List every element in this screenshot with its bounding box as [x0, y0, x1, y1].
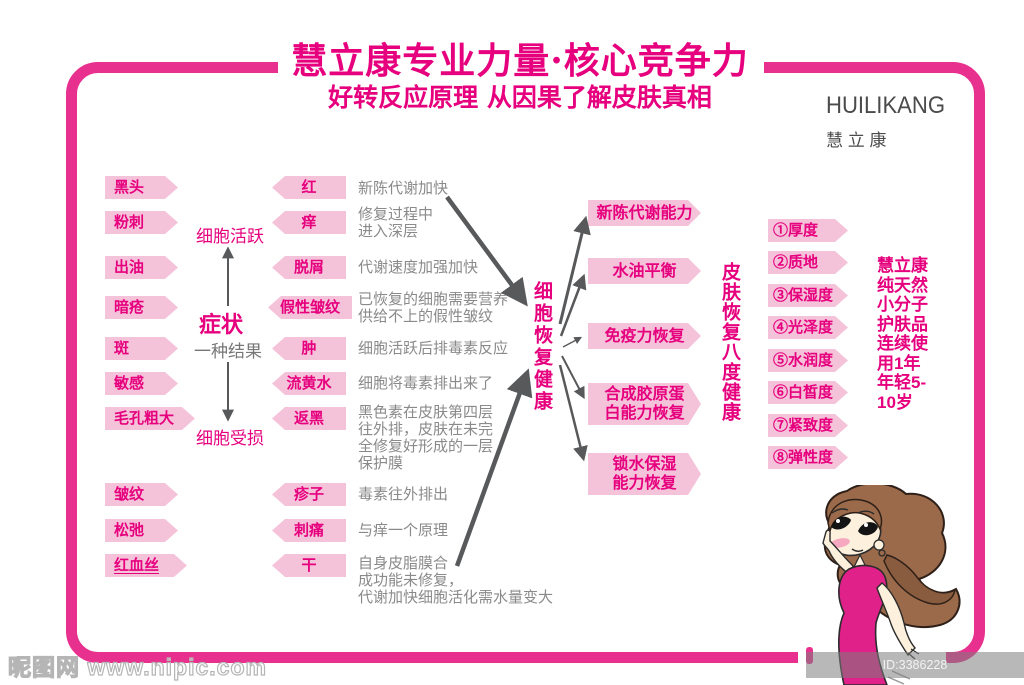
recovery-flag: 水油平衡	[588, 258, 701, 284]
label-cells-damaged: 细胞受损	[196, 429, 264, 448]
promo-text: 慧立康 纯天然 小分子 护肤品 连续使 用1年 年轻5- 10岁	[877, 256, 928, 412]
reaction-flag: 返黑	[272, 407, 346, 430]
watermark-site: 昵图网 www.nipic.com	[7, 653, 267, 680]
symptom-flag: 敏感	[105, 372, 178, 395]
symptom-flag: 皱纹	[105, 483, 178, 506]
recovery-flag: 锁水保湿 能力恢复	[588, 453, 701, 495]
symptom-flag: 暗疮	[105, 296, 178, 319]
reaction-flag: 刺痛	[272, 519, 346, 542]
brand-logo-cjk: 慧 立 康	[826, 131, 887, 150]
reaction-flag: 红	[272, 176, 346, 199]
label-cells-active: 细胞活跃	[196, 227, 264, 246]
degree-flag: ③保湿度	[768, 284, 848, 307]
brand-logo-latin: HUILIKANG	[826, 92, 946, 119]
recovery-flag: 免疫力恢复	[588, 323, 701, 349]
watermark-serial: ID:3386228 NO:20200831151029788081	[806, 652, 1024, 685]
symptom-flag: 出油	[105, 256, 178, 279]
label-cell-recovery: 细胞恢复健康	[531, 281, 552, 413]
reaction-desc: 细胞活跃后排毒素反应	[358, 340, 509, 357]
label-one-result: 一种结果	[194, 342, 262, 361]
reaction-desc: 已恢复的细胞需要营养 供给不上的假性皱纹	[358, 291, 509, 325]
reaction-desc: 修复过程中 进入深层	[358, 206, 434, 240]
reaction-desc: 黑色素在皮肤第四层 往外排，皮肤在未完 全修复好形成的一层 保护膜	[358, 404, 494, 472]
page-subtitle: 好转反应原理 从因果了解皮肤真相	[328, 83, 712, 112]
symptom-flag: 黑头	[105, 176, 178, 199]
frame-gap-title	[278, 54, 764, 80]
reaction-flag: 脱屑	[272, 256, 346, 279]
reaction-flag: 假性皱纹	[268, 296, 352, 319]
degree-flag: ⑧弹性度	[768, 446, 848, 469]
symptom-flag: 毛孔粗大	[105, 407, 195, 430]
reaction-desc: 新陈代谢加快	[358, 180, 449, 197]
symptom-flag: 红血丝	[105, 554, 187, 577]
label-skin-eight-degrees: 皮肤恢复八度健康	[719, 262, 740, 422]
brand-logo: HUILIKANG 慧 立 康	[826, 92, 956, 151]
label-symptom: 症状	[199, 312, 244, 337]
symptom-flag: 斑	[105, 337, 178, 360]
degree-flag: ⑤水润度	[768, 349, 848, 372]
reaction-flag: 痒	[272, 211, 346, 234]
reaction-desc: 与痒一个原理	[358, 522, 449, 539]
degree-flag: ②质地	[768, 251, 848, 274]
reaction-desc: 毒素往外排出	[358, 486, 449, 503]
reaction-desc: 代谢速度加强加快	[358, 259, 479, 276]
reaction-desc: 细胞将毒素排出来了	[358, 375, 494, 392]
reaction-desc: 自身皮脂膜合 成功能未修复， 代谢加快细胞活化需水量变大	[358, 555, 554, 606]
page-title: 慧立康专业力量·核心竞争力	[291, 40, 749, 82]
reaction-flag: 疹子	[272, 483, 346, 506]
degree-flag: ⑥白皙度	[768, 381, 848, 404]
recovery-flag: 新陈代谢能力	[588, 200, 701, 226]
reaction-flag: 流黄水	[272, 372, 346, 395]
symptom-flag: 松弛	[105, 519, 178, 542]
degree-flag: ⑦紧致度	[768, 414, 848, 437]
reaction-flag: 干	[272, 554, 346, 577]
reaction-flag: 肿	[272, 337, 346, 360]
degree-flag: ④光泽度	[768, 316, 848, 339]
recovery-flag: 合成胶原蛋 白能力恢复	[588, 383, 701, 425]
symptom-flag: 粉刺	[105, 211, 178, 234]
degree-flag: ①厚度	[768, 219, 848, 242]
